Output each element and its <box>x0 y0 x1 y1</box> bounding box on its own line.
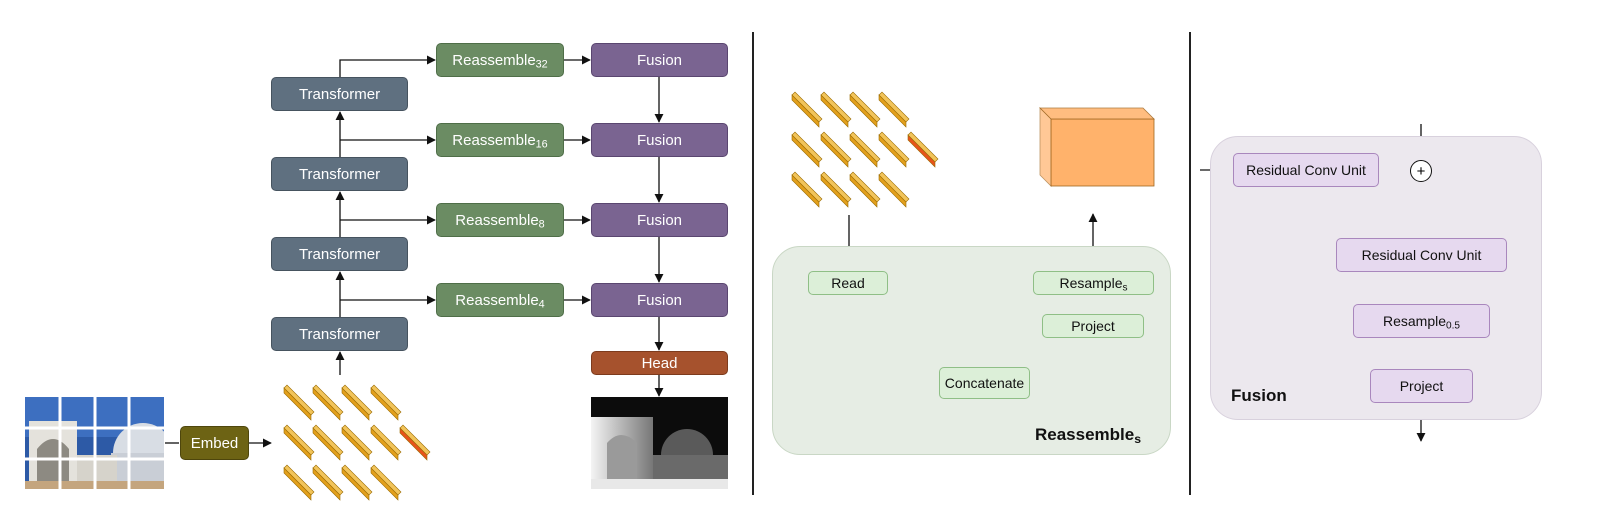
embedded-tokens-grid-token <box>312 384 344 421</box>
detail-tokens-grid-token <box>791 171 823 208</box>
transformer-block-4: Transformer <box>271 77 408 111</box>
reassemble-block-16: Reassemble16 <box>436 123 564 157</box>
arrow-to-reassemble-32 <box>339 55 436 77</box>
transformer-label: Transformer <box>298 165 381 183</box>
resample-0-5-label: Resample0.5 <box>1382 313 1461 332</box>
embedded-tokens-grid-token <box>341 464 373 501</box>
reassemble-block-32: Reassemble32 <box>436 43 564 77</box>
rcu-label: Residual Conv Unit <box>1246 162 1366 178</box>
embedded-tokens-grid-token <box>341 424 373 461</box>
rcu-label: Residual Conv Unit <box>1361 247 1482 263</box>
project-block: Project <box>1042 314 1144 338</box>
depth-output-image <box>591 397 728 489</box>
detail-tokens-grid-readout-token <box>907 131 939 168</box>
transformer-label: Transformer <box>298 85 381 103</box>
transformer-label: Transformer <box>298 325 381 343</box>
output-feature-map-cube <box>1039 107 1155 187</box>
embedded-tokens-grid-token <box>370 464 402 501</box>
resample-s-block: Resamples <box>1033 271 1154 295</box>
detail-tokens-grid-token <box>820 91 852 128</box>
resample-0-5-block: Resample0.5 <box>1353 304 1490 338</box>
detail-tokens-grid-token <box>849 171 881 208</box>
project-label: Project <box>1071 318 1115 334</box>
detail-tokens-grid-token <box>878 131 910 168</box>
detail-tokens-grid-token <box>849 131 881 168</box>
detail-tokens-grid-token <box>820 171 852 208</box>
embedded-tokens-grid-readout-token <box>399 424 431 461</box>
embedded-tokens-grid-token <box>312 424 344 461</box>
reassemble-block-4: Reassemble4 <box>436 283 564 317</box>
detail-tokens-grid-token <box>849 91 881 128</box>
embedded-tokens-grid-token <box>312 464 344 501</box>
detail-tokens-grid-token <box>820 131 852 168</box>
reassemble-block-8: Reassemble8 <box>436 203 564 237</box>
embedded-tokens-grid-token <box>283 424 315 461</box>
embed-block: Embed <box>180 426 249 460</box>
concatenate-label: Concatenate <box>944 375 1025 391</box>
reassemble-label: Reassemble16 <box>452 131 548 151</box>
separator-right <box>1189 32 1191 495</box>
embedded-tokens-grid-token <box>370 424 402 461</box>
detail-tokens-grid-token <box>878 91 910 128</box>
fusion-block-4: Fusion <box>591 283 728 317</box>
residual-conv-unit-block-2: Residual Conv Unit <box>1336 238 1507 272</box>
fusion-project-block: Project <box>1370 369 1473 403</box>
reassemble-label: Reassemble8 <box>455 211 545 231</box>
head-block: Head <box>591 351 728 375</box>
plus-icon: + <box>1410 160 1432 182</box>
input-image <box>25 397 164 489</box>
embedded-tokens-grid-token <box>370 384 402 421</box>
embedded-tokens-grid-token <box>283 384 315 421</box>
read-block: Read <box>808 271 888 295</box>
resample-s-label: Resamples <box>1059 275 1128 294</box>
fusion-block-1: Fusion <box>591 43 728 77</box>
fusion-project-label: Project <box>1399 378 1444 394</box>
transformer-block-3: Transformer <box>271 157 408 191</box>
fusion-block-2: Fusion <box>591 123 728 157</box>
head-label: Head <box>641 354 678 372</box>
fusion-label: Fusion <box>636 291 683 309</box>
fusion-label: Fusion <box>636 131 683 149</box>
reassemble-detail-title: Reassembles <box>1035 425 1142 447</box>
embed-label: Embed <box>190 434 239 452</box>
embedded-tokens-grid-token <box>341 384 373 421</box>
fusion-label: Fusion <box>636 211 683 229</box>
detail-tokens-grid-token <box>878 171 910 208</box>
fusion-detail-title: Fusion <box>1231 386 1287 405</box>
transformer-block-2: Transformer <box>271 237 408 271</box>
detail-tokens-grid-token <box>791 131 823 168</box>
read-label: Read <box>831 275 865 291</box>
reassemble-label: Reassemble4 <box>455 291 545 311</box>
fusion-block-3: Fusion <box>591 203 728 237</box>
residual-conv-unit-block-1: Residual Conv Unit <box>1233 153 1379 187</box>
reassemble-label: Reassemble32 <box>452 51 548 71</box>
separator-left <box>752 32 754 495</box>
concatenate-block: Concatenate <box>939 367 1030 399</box>
detail-tokens-grid-token <box>791 91 823 128</box>
transformer-label: Transformer <box>298 245 381 263</box>
transformer-block-1: Transformer <box>271 317 408 351</box>
embedded-tokens-grid-token <box>283 464 315 501</box>
fusion-label: Fusion <box>636 51 683 69</box>
